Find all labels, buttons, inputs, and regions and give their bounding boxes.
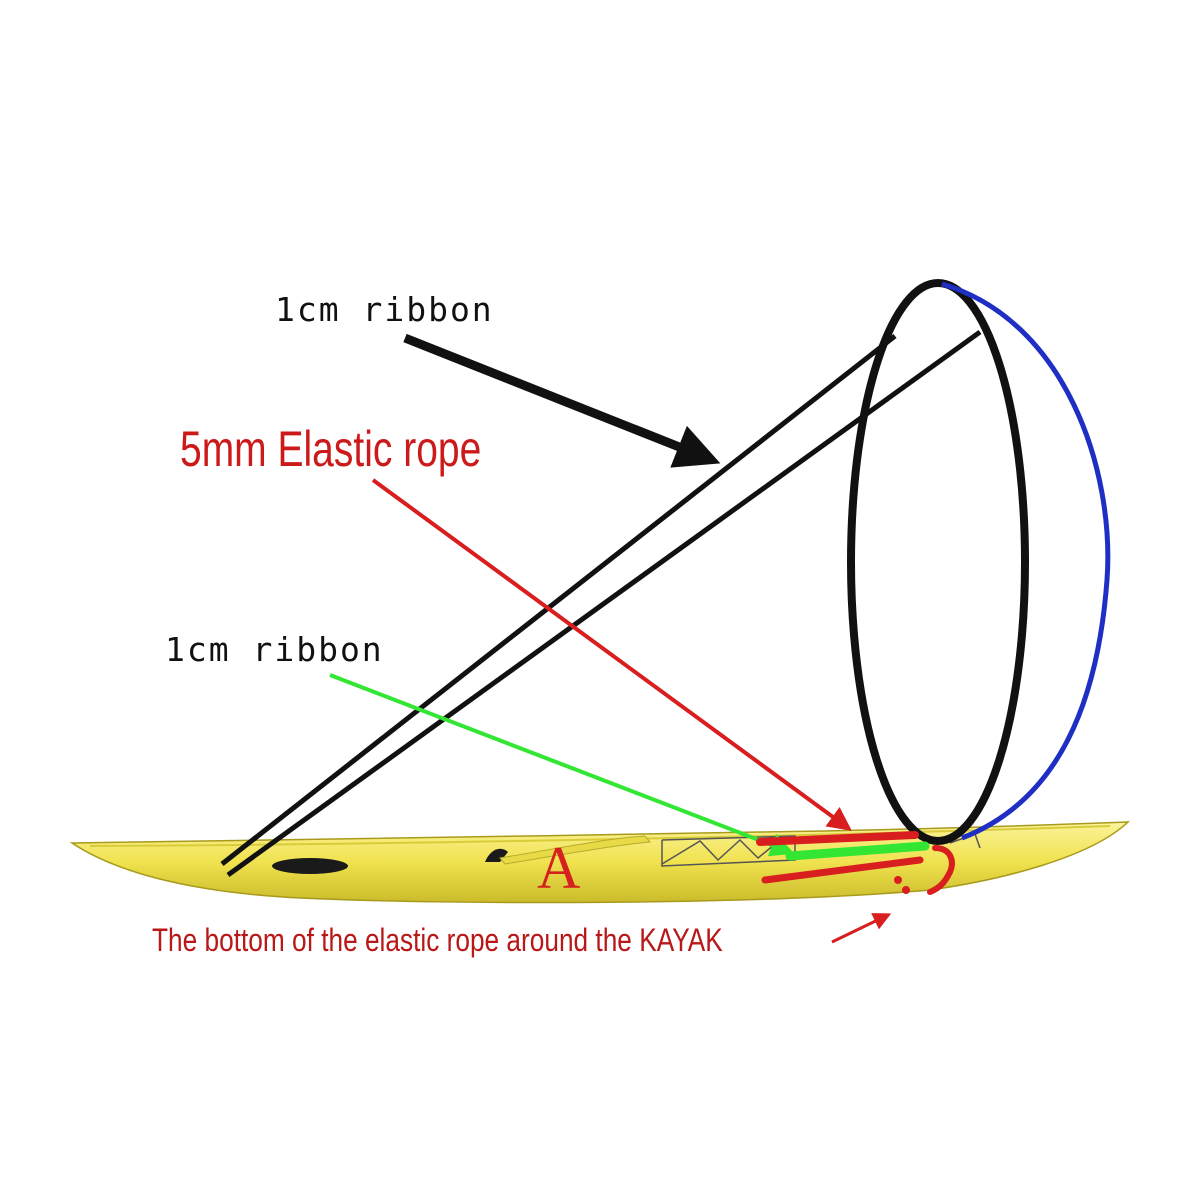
bottom-note-label: The bottom of the elastic rope around th… (152, 922, 723, 958)
elastic-rope-label: 5mm Elastic rope (180, 421, 482, 477)
ribbon-mid-arrow (329, 673, 795, 857)
elastic-rope-arrow (371, 478, 852, 831)
ribbon-marking (785, 841, 930, 861)
elastic-markings (756, 831, 955, 895)
ribbon-top-label: 1cm ribbon (275, 290, 494, 329)
ribbon-top-arrow (403, 333, 721, 468)
bottom-note-arrow (831, 913, 892, 944)
sail-hoop (847, 279, 1029, 845)
blue-elastic-arc (941, 281, 1111, 841)
hull-letter-label: A (537, 835, 581, 901)
ribbon-line-1 (220, 334, 897, 866)
ribbon-mid-label: 1cm ribbon (165, 630, 384, 669)
ribbon-line-2 (226, 329, 982, 878)
kayak-hull (69, 821, 1130, 904)
cockpit-hole (272, 858, 348, 874)
